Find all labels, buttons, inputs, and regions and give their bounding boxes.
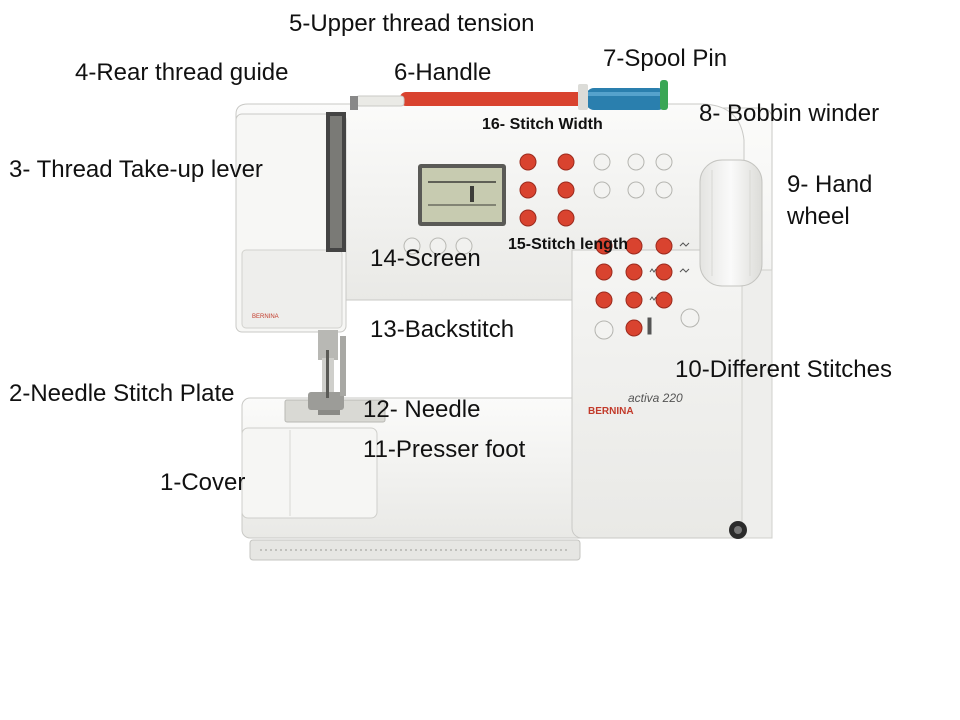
- label-stitch-length: 15-Stitch length: [508, 236, 629, 253]
- label-bobbin-winder: 8- Bobbin winder: [699, 100, 880, 127]
- handle: [355, 92, 600, 107]
- cover-panel: [241, 427, 378, 519]
- jack: [729, 521, 747, 539]
- stitch-width-length-buttons: [519, 153, 575, 227]
- stitch-selection-buttons: [595, 237, 673, 337]
- label-handle: 6-Handle: [394, 59, 492, 86]
- spool: [578, 80, 668, 110]
- label-cover: 1-Cover: [160, 469, 246, 496]
- label-rear-thread-guide: 4-Rear thread guide: [75, 59, 289, 86]
- needle-assembly: [308, 330, 346, 410]
- svg-text:activa 220: activa 220: [628, 391, 683, 405]
- stitch-symbols: [647, 242, 690, 335]
- label-different-stitches: 10-Different Stitches: [675, 356, 892, 383]
- label-spool-pin: 7-Spool Pin: [603, 45, 728, 72]
- model-badge: activa 220 BERNINA: [588, 391, 683, 417]
- label-backstitch: 13-Backstitch: [370, 316, 515, 343]
- screen-buttons: [403, 237, 473, 255]
- label-screen: 14-Screen: [370, 245, 481, 272]
- label-presser-foot: 11-Presser foot: [363, 436, 526, 463]
- label-needle-stitch-plate: 2-Needle Stitch Plate: [9, 380, 235, 407]
- function-buttons: [593, 153, 700, 340]
- svg-text:BERNINA: BERNINA: [252, 314, 279, 320]
- svg-text:BERNINA: BERNINA: [588, 406, 634, 417]
- label-thread-takeup-lever: 3- Thread Take-up lever: [9, 156, 263, 183]
- label-stitch-width: 16- Stitch Width: [482, 116, 603, 133]
- lcd-screen: [418, 164, 506, 226]
- label-needle: 12- Needle: [363, 396, 481, 423]
- label-hand-wheel: 9- Hand wheel: [787, 171, 873, 230]
- hand-wheel: [699, 159, 763, 287]
- label-upper-thread-tension: 5-Upper thread tension: [289, 10, 535, 37]
- take-up-lever: [326, 96, 358, 252]
